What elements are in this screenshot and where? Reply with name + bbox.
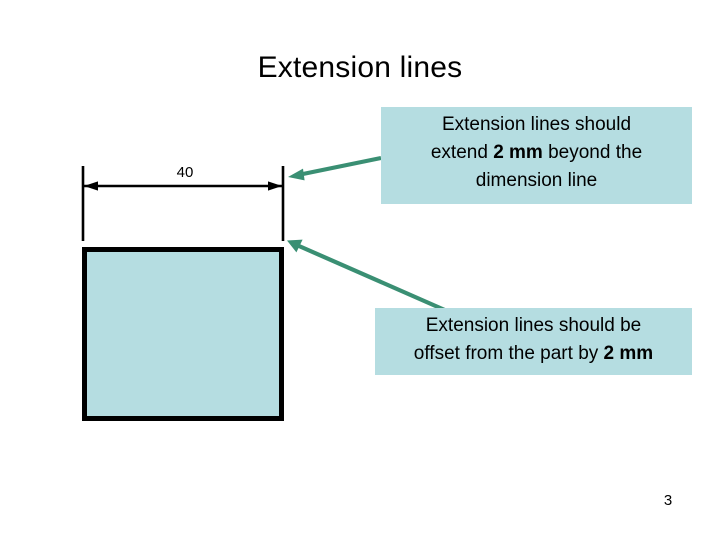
page-number: 3: [663, 492, 673, 509]
callout-offset-line2-bold: 2 mm: [603, 343, 654, 364]
callout-extend-line1: Extension lines should: [441, 114, 632, 135]
callout-offset-line2-pre: offset from the part by: [413, 343, 604, 364]
dimension-arrowhead-left: [84, 181, 98, 191]
dimension-value-label: 40: [176, 164, 194, 181]
callout-offset-line1: Extension lines should be: [425, 315, 642, 336]
callout-offset-box: Extension lines should be offset from th…: [375, 308, 692, 375]
arrow-to-offset-gap: [287, 239, 448, 313]
callout-extend-line2-pre: extend: [430, 142, 494, 163]
callout-extend-line3: dimension line: [475, 170, 598, 191]
callout-extend-line2-post: beyond the: [542, 142, 643, 163]
callout-extend-line2-bold: 2 mm: [493, 142, 543, 163]
part-rectangle: [82, 247, 284, 421]
dimension-arrowhead-right: [268, 181, 282, 191]
callout-extend-box: Extension lines should extend 2 mm beyon…: [381, 107, 692, 204]
page-title: Extension lines: [257, 51, 463, 84]
arrow-to-extension-top: [288, 155, 382, 181]
